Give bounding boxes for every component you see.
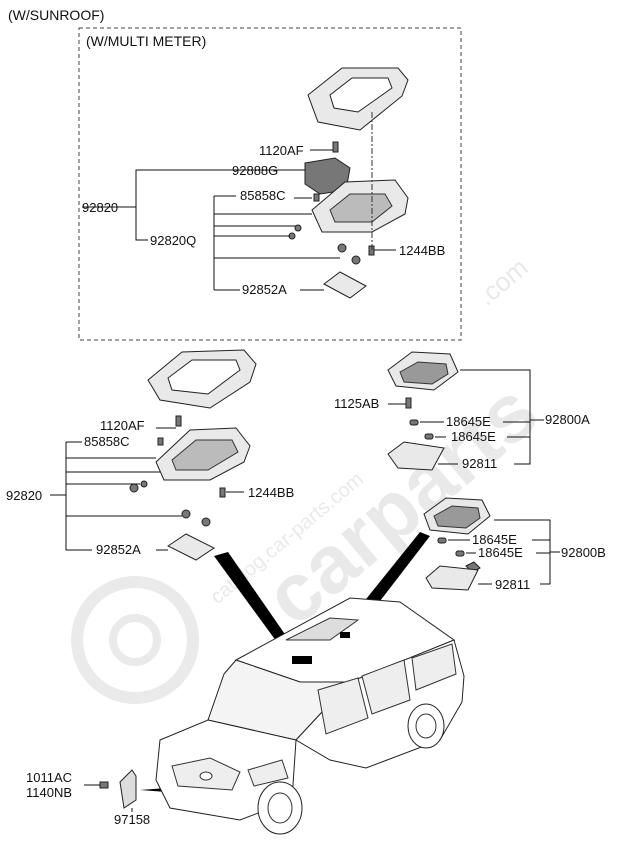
car-sunroof (285, 617, 360, 641)
top-clip-85858C-icon (313, 193, 320, 202)
mid-bulb-b-icon (129, 483, 139, 493)
car-wheel-rear-icon (407, 703, 445, 749)
mid-lens-92852A-part (167, 533, 215, 561)
watermark-logo-inner-icon (109, 614, 161, 666)
sunroof-header: (W/SUNROOF) (8, 7, 104, 23)
car-headlamp (247, 759, 289, 787)
label-mid-1244BB: 1244BB (248, 485, 294, 500)
label-top-1244BB: 1244BB (399, 243, 445, 258)
mid-clip-85858C-icon (157, 437, 164, 446)
mid-socket-a-icon (181, 509, 191, 519)
r-bulb-b1-icon (437, 537, 447, 544)
car-window-rear (361, 659, 411, 715)
car-window-back (411, 643, 457, 691)
top-socket-a-icon (337, 243, 347, 253)
label-r-18645E-4: 18645E (478, 545, 523, 560)
label-mid-1120AF: 1120AF (100, 418, 145, 433)
top-lens-92852A-part (323, 271, 367, 299)
mid-frame-opening (167, 359, 241, 395)
car-emblem-icon (199, 771, 213, 781)
pointer-wedge-left (214, 552, 300, 660)
r-housing-b-inner (433, 505, 481, 529)
label-top-92888G: 92888G (232, 163, 278, 178)
label-top-92852A: 92852A (242, 282, 287, 297)
top-screw-1120AF-icon (332, 141, 339, 153)
r-bulb-a2-icon (424, 433, 434, 440)
r-screw-1125AB-icon (405, 397, 412, 409)
car-wheel-front-icon (257, 781, 303, 835)
sensor-97158-part (119, 769, 137, 809)
mid-screw-1244BB-icon (219, 487, 226, 498)
right-assembly-b (423, 497, 560, 591)
label-mid-85858C: 85858C (84, 434, 130, 449)
label-top-92820: 92820 (82, 200, 118, 215)
multi-meter-box (78, 27, 462, 341)
mid-housing-inner (171, 439, 239, 471)
label-top-1120AF: 1120AF (259, 143, 304, 158)
mid-socket-b-icon (201, 517, 211, 527)
mid-screw-1120AF-icon (175, 415, 182, 427)
label-top-92820Q: 92820Q (150, 233, 196, 248)
watermark-site: .com (471, 252, 533, 311)
label-r-92811-2: 92811 (495, 577, 530, 592)
r-housing-a-inner (399, 361, 449, 385)
top-housing-inner (329, 193, 393, 223)
label-mid-92820: 92820 (6, 488, 42, 503)
screw-1011AC-icon (99, 781, 109, 789)
label-b-1011AC: 1011AC (26, 770, 72, 785)
car-lamp-front (292, 656, 312, 664)
label-r-92800B: 92800B (561, 545, 606, 560)
watermark-brand: carparts (248, 365, 554, 643)
r-lens-b-part (425, 565, 479, 591)
car-window-front (317, 677, 369, 735)
label-r-18645E-3: 18645E (472, 532, 517, 547)
car-lamp-rear (340, 632, 350, 638)
vehicle-illustration (84, 532, 465, 835)
r-bulb-b2-icon (455, 550, 465, 557)
label-r-1125AB: 1125AB (334, 396, 379, 411)
right-assembly-a (387, 351, 544, 471)
r-lens-a-part (387, 441, 445, 471)
label-top-85858C: 85858C (240, 188, 286, 203)
top-socket-b-icon (351, 255, 361, 265)
watermark-logo-icon (71, 576, 199, 704)
label-r-92811-1: 92811 (462, 456, 497, 471)
label-b-1140NB: 1140NB (26, 785, 72, 800)
top-assembly (82, 67, 409, 299)
label-b-97158: 97158 (114, 812, 150, 827)
label-r-18645E-2: 18645E (451, 429, 496, 444)
multi-meter-header: (W/MULTI METER) (86, 33, 206, 49)
top-frame-opening (329, 77, 393, 113)
r-bulb-a1-icon (409, 419, 419, 426)
label-r-18645E-1: 18645E (446, 414, 491, 429)
mid-bulb-a-icon (140, 480, 148, 488)
top-bulb-a-icon (294, 224, 302, 232)
label-r-92800A: 92800A (545, 412, 590, 427)
label-mid-92852A: 92852A (96, 542, 141, 557)
middle-assembly (50, 349, 257, 561)
